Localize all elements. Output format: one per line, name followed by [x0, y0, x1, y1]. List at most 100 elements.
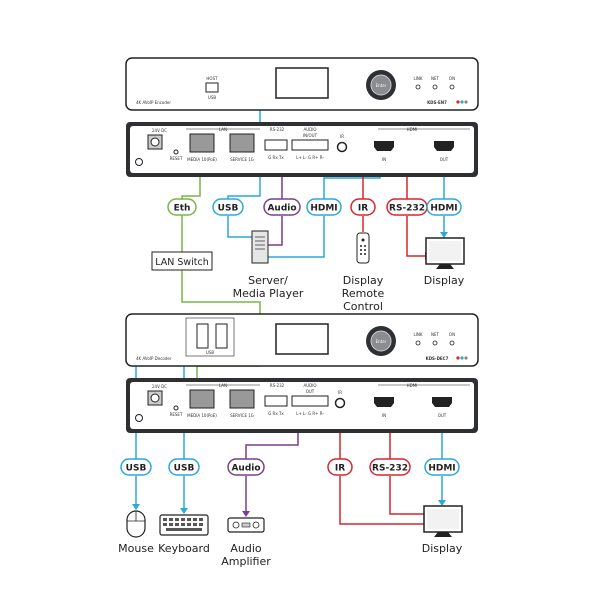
label-usb-keyboard: USB: [174, 464, 195, 474]
label-audio-top: Audio: [267, 204, 296, 214]
decoder-rs232-pins: G Rx Tx: [268, 411, 284, 416]
decoder-lan-media-port: [189, 389, 215, 409]
decoder-audio-sub: OUT: [306, 389, 315, 394]
decoder-led-on-label: ON: [449, 332, 455, 337]
encoder-power-label: 24V DC: [152, 128, 167, 133]
label-hdmi-top: HDMI: [310, 204, 337, 214]
decoder-usb-port-2: [215, 323, 228, 349]
remote-label-line2: Remote: [342, 287, 385, 300]
amplifier-label-line2: Amplifier: [221, 555, 271, 568]
usb-host-sub-label: USB: [208, 95, 216, 100]
decoder-rs232-port: [264, 395, 288, 407]
cable-rs232-display: [406, 216, 425, 257]
usb-host-port: [205, 82, 219, 93]
decoder-front-panel: USB 4K AVoIP Decoder Enter LINK NET ON K…: [125, 313, 479, 367]
encoder-reset-label: RESET: [170, 156, 183, 161]
label-audio-bottom: Audio: [231, 464, 260, 474]
server-icon: [251, 230, 269, 264]
encoder-reset-button[interactable]: [173, 149, 179, 155]
encoder-hdmi-out-port: [434, 141, 454, 151]
decoder-model: KDS-DEC7: [426, 356, 449, 361]
display-bottom-label: Display: [422, 542, 463, 555]
encoder-led-net: [432, 84, 438, 90]
lan-switch-label: LAN Switch: [155, 257, 209, 268]
server-media-player: Server/ Media Player: [233, 230, 304, 300]
encoder-hdmi-in-port: [374, 141, 394, 151]
encoder-ground-screw: [135, 158, 143, 166]
cable-usb-server: [227, 216, 252, 238]
decoder-audio-pins: L+ L- G R+ R-: [296, 411, 324, 416]
cable-audio-server: [268, 216, 283, 246]
remote-label-line3: Control: [343, 300, 383, 313]
display-bottom: Display: [422, 505, 463, 555]
arrow-dec-usb2: [180, 508, 188, 514]
arrow-dec-usb1: [132, 504, 140, 510]
label-ir-bottom: IR: [335, 464, 345, 474]
label-usb-top: USB: [218, 204, 239, 214]
label-hdmi-out-top: HDMI: [430, 204, 457, 214]
remote-icon: [356, 232, 370, 264]
label-rs232-top: RS-232: [389, 204, 425, 214]
encoder-led-net-label: NET: [431, 76, 440, 81]
label-rs232-bottom: RS-232: [372, 464, 408, 474]
decoder-enter-label: Enter: [376, 339, 387, 344]
label-ir-top: IR: [358, 204, 368, 214]
display-top-label: Display: [424, 274, 465, 287]
decoder-lan-service-port: [229, 389, 255, 409]
encoder-ir-port: [336, 141, 348, 153]
encoder-lan-media-port: [189, 133, 215, 153]
encoder-lan-media-label: MEDIA 10(PoE): [187, 157, 217, 162]
cable-rs232-display2: [389, 476, 424, 515]
encoder-rs232-pins: G Rx Tx: [268, 155, 284, 160]
encoder-led-link: [415, 84, 421, 90]
encoder-ir-label: IR: [340, 134, 344, 139]
encoder-audio-header: AUDIO: [303, 127, 316, 132]
decoder-led-net: [432, 340, 438, 346]
encoder-audio-sub: IN/OUT: [303, 133, 318, 138]
encoder-name: 4K AVoIP Encoder: [136, 100, 171, 105]
remote-control: Display Remote Control: [342, 232, 385, 313]
keyboard-label: Keyboard: [158, 542, 210, 555]
decoder-audio-header: AUDIO: [303, 383, 316, 388]
top-cable-labels: Eth USB Audio HDMI IR RS-232 HDMI: [167, 198, 462, 216]
decoder-ir-label: IR: [338, 390, 342, 395]
encoder-rs232-header: RS-232: [270, 127, 285, 132]
decoder-hdmi-out-label: OUT: [438, 413, 447, 418]
label-usb-mouse: USB: [126, 464, 147, 474]
decoder-rs232-header: RS-232: [270, 383, 285, 388]
decoder-ir-port: [334, 397, 346, 409]
encoder-model: KDS-EN7: [427, 100, 447, 105]
encoder-front-panel: HOST USB 4K AVoIP Encoder Enter LINK NET…: [125, 57, 479, 111]
server-label-line2: Media Player: [233, 287, 304, 300]
keyboard: Keyboard: [158, 514, 210, 555]
audio-amplifier: Audio Amplifier: [221, 517, 271, 568]
amplifier-label-line1: Audio: [230, 542, 262, 555]
decoder-rear-panel: 24V DC RESET LAN MEDIA 10(PoE) SERVICE 1…: [126, 378, 478, 433]
encoder-enter-label: Enter: [376, 83, 387, 88]
label-eth: Eth: [174, 204, 191, 214]
cable-ir-display: [339, 476, 424, 525]
decoder-usb-label: USB: [206, 350, 214, 355]
encoder-led-on: [449, 84, 455, 90]
decoder-reset-button[interactable]: [173, 405, 179, 411]
arrow-dec-audio: [242, 511, 250, 517]
decoder-display-screen: [275, 323, 329, 355]
bottom-cable-labels: USB USB Audio IR RS-232 HDMI: [120, 458, 460, 476]
decoder-usb-port-1: [196, 323, 209, 349]
decoder-name: 4K AVoIP Decoder: [136, 356, 172, 361]
lan-switch: LAN Switch: [151, 251, 213, 271]
encoder-hdmi-header: HDMI: [407, 127, 418, 132]
decoder-power-label: 24V DC: [152, 384, 167, 389]
remote-label-line1: Display: [343, 274, 384, 287]
encoder-rear-panel: 24V DC RESET LAN MEDIA 10(PoE) SERVICE 1…: [126, 122, 478, 177]
decoder-ground-screw: [135, 414, 143, 422]
decoder-audio-port: [291, 395, 329, 407]
encoder-hdmi-out-label: OUT: [440, 157, 449, 162]
usb-host-label: HOST: [206, 76, 218, 81]
cable-hdmi-server: [268, 216, 325, 258]
decoder-hdmi-in-port: [374, 397, 394, 407]
decoder-hdmi-in-label: IN: [382, 413, 386, 418]
display-top: Display: [424, 237, 465, 287]
encoder-lan-service-port: [229, 133, 255, 153]
